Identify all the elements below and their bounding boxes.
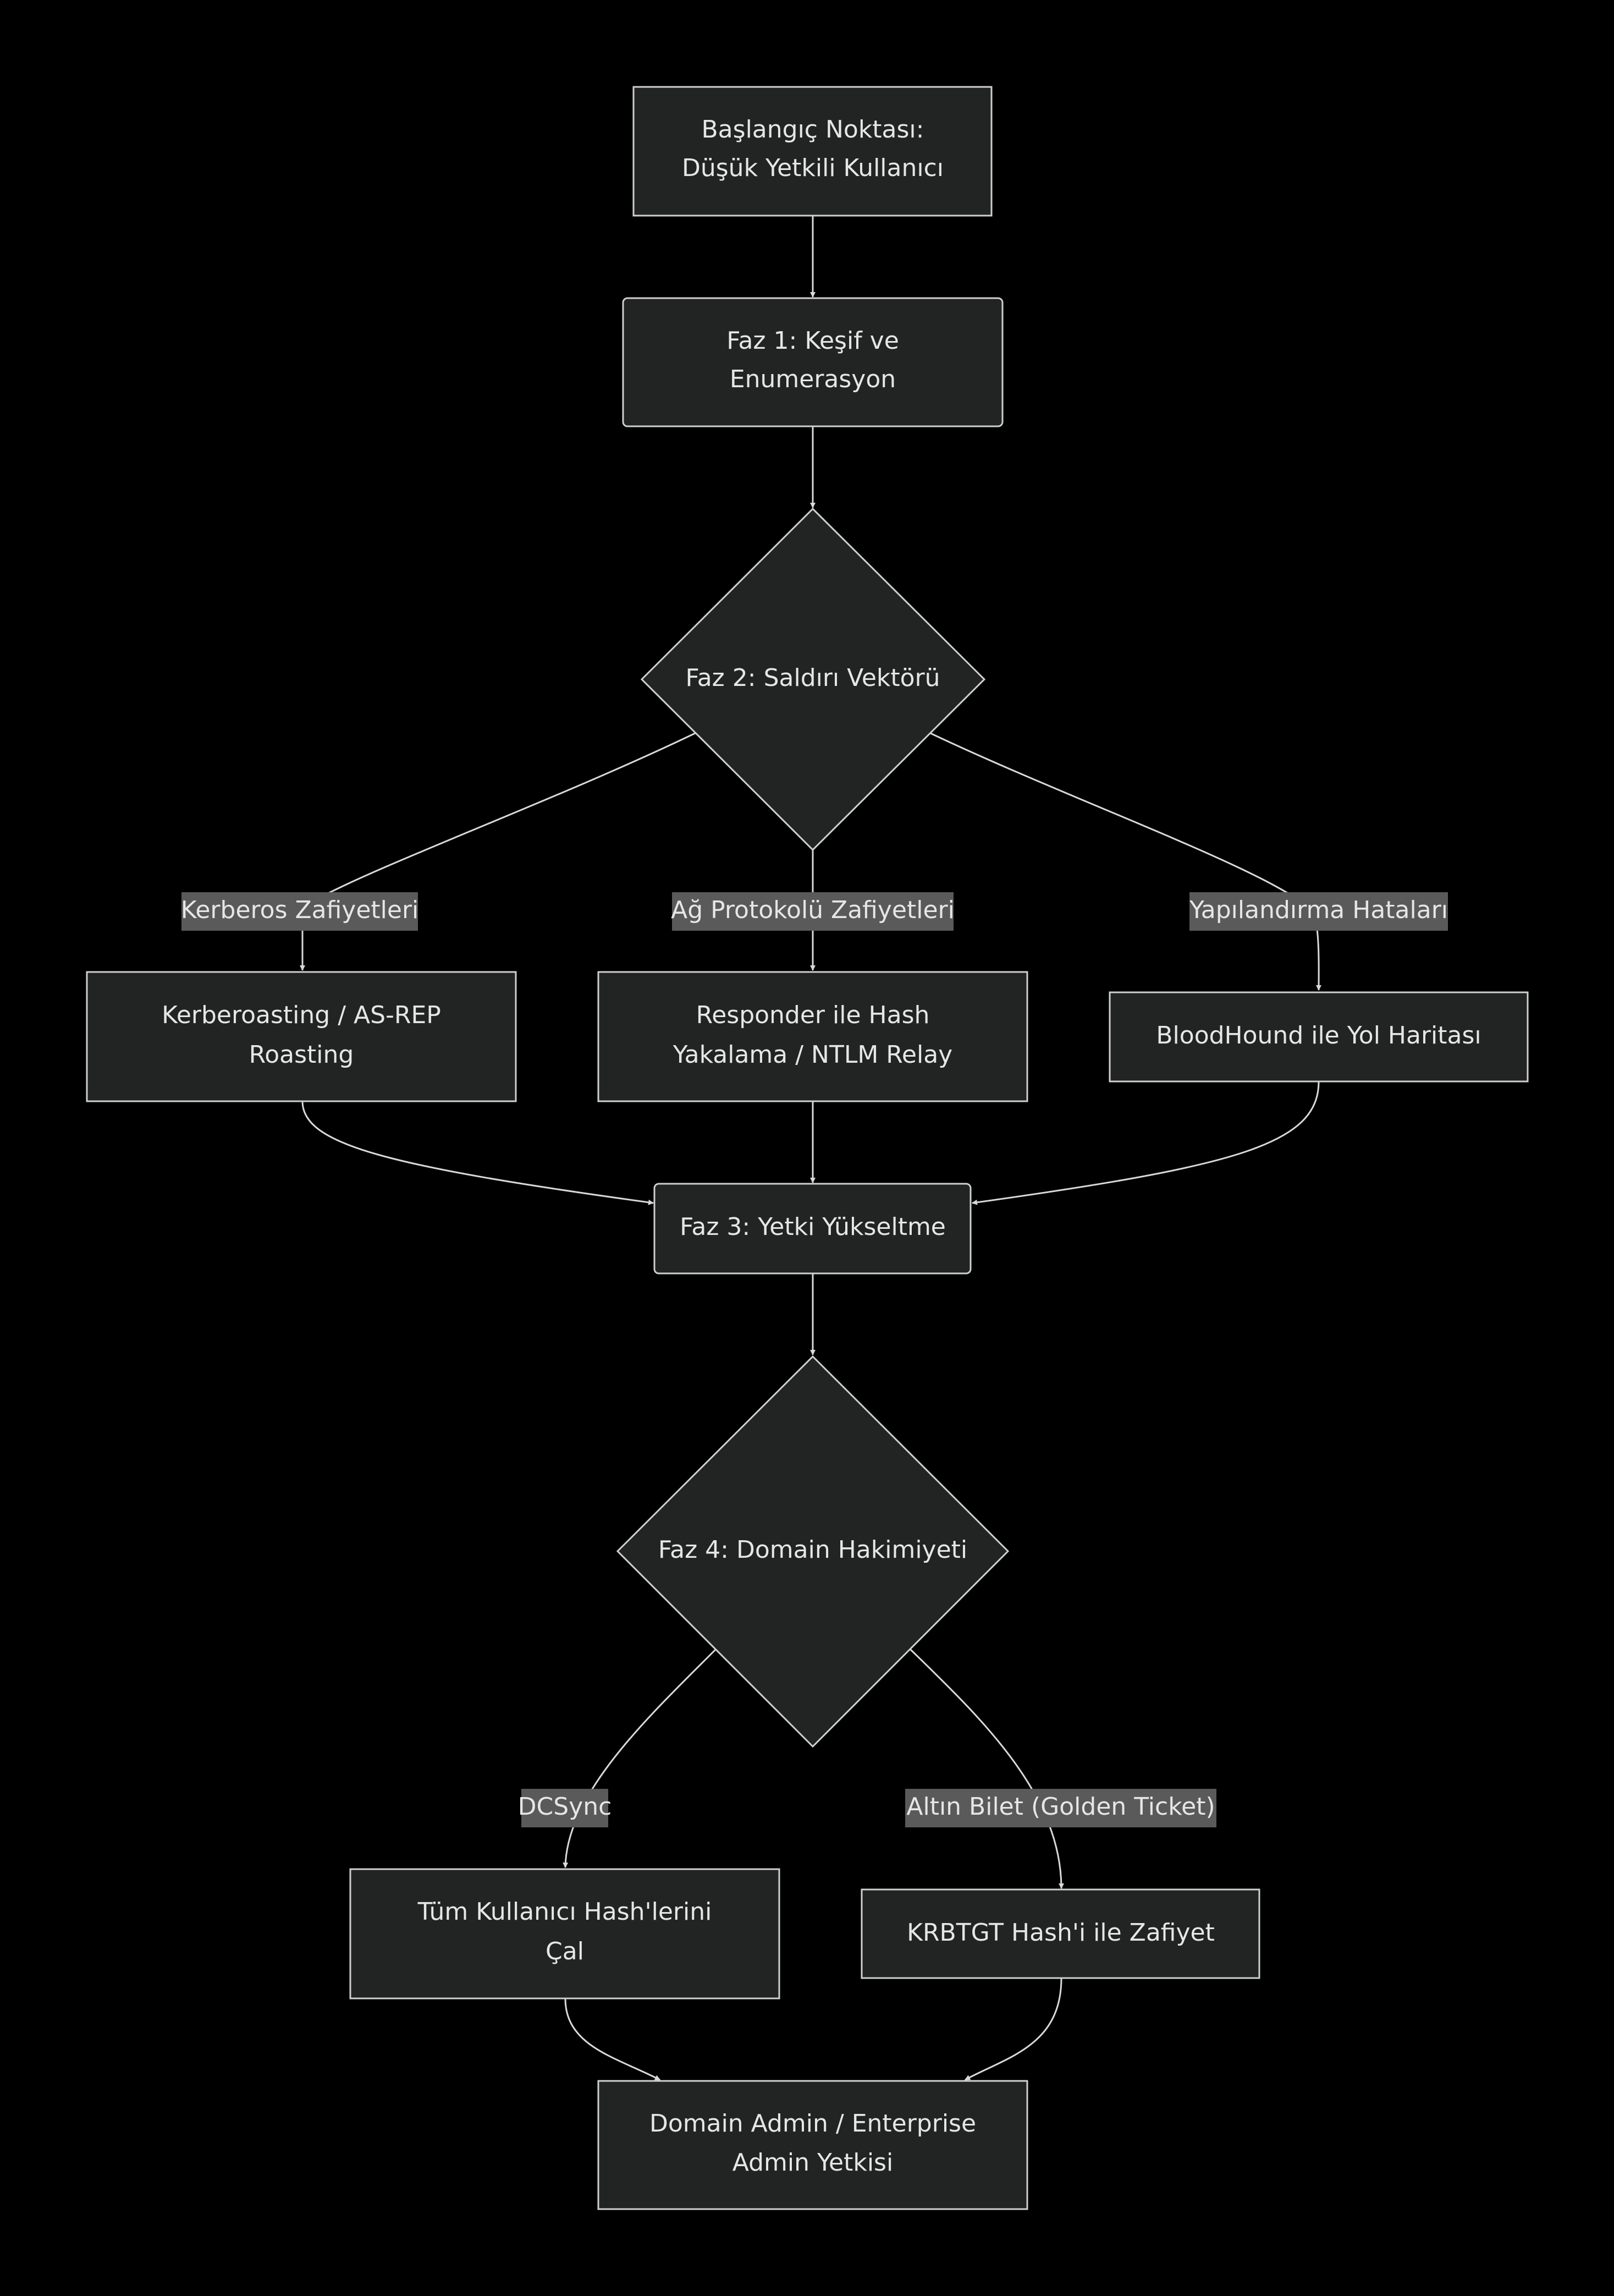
node-phase1-line2: Enumerasyon xyxy=(730,365,896,393)
node-admin-line2: Admin Yetkisi xyxy=(732,2149,893,2177)
node-admin-line1: Domain Admin / Enterprise xyxy=(649,2110,976,2138)
node-start-line2: Düşük Yetkili Kullanıcı xyxy=(682,154,944,182)
edge-label-config: Yapılandırma Hataları xyxy=(1189,896,1448,924)
edge-phase4-steal xyxy=(563,1648,717,1868)
node-steal-line2: Çal xyxy=(546,1937,584,1965)
edge-label-network: Ağ Protokolü Zafiyetleri xyxy=(671,896,955,924)
node-responder-line1: Responder ile Hash xyxy=(696,1001,930,1029)
edge-phase2-kerberoast xyxy=(300,732,696,971)
edge-phase2-bloodhound xyxy=(930,732,1322,991)
node-bloodhound-line1: BloodHound ile Yol Haritası xyxy=(1156,1021,1481,1050)
edge-label-kerberos: Kerberos Zafiyetleri xyxy=(181,896,419,924)
edge-label-bg-kerberos xyxy=(181,892,418,931)
edge-label-bg-golden xyxy=(905,1789,1216,1827)
node-phase4-line1: Faz 4: Domain Hakimiyeti xyxy=(658,1536,967,1564)
node-krbtgt-line1: KRBTGT Hash'i ile Zafiyet xyxy=(907,1919,1215,1947)
node-responder: Responder ile Hash Yakalama / NTLM Relay xyxy=(597,971,1028,1102)
edge-label-bg-dcsync xyxy=(521,1789,608,1827)
edges xyxy=(300,216,1322,2081)
node-phase3: Faz 3: Yetki Yükseltme xyxy=(653,1183,972,1275)
node-kerberoast-line1: Kerberoasting / AS-REP xyxy=(162,1001,441,1029)
edge-steal-admin xyxy=(564,1998,660,2081)
edge-label-bg-network xyxy=(672,892,954,931)
node-krbtgt: KRBTGT Hash'i ile Zafiyet xyxy=(861,1888,1260,1979)
nodes: Başlangıç Noktası: Düşük Yetkili Kullanı… xyxy=(86,86,1529,2210)
edge-kerberoast-phase3 xyxy=(301,1101,654,1205)
node-start-line1: Başlangıç Noktası: xyxy=(702,116,924,144)
node-responder-line2: Yakalama / NTLM Relay xyxy=(673,1041,952,1069)
node-steal-line1: Tüm Kullanıcı Hash'lerini xyxy=(417,1898,712,1926)
node-phase3-line1: Faz 3: Yetki Yükseltme xyxy=(680,1213,946,1241)
edge-bloodhound-phase3 xyxy=(972,1081,1320,1205)
edge-phase4-krbtgt xyxy=(909,1648,1064,1889)
node-phase4: Faz 4: Domain Hakimiyeti xyxy=(616,1355,1010,1748)
node-kerberoast-line2: Roasting xyxy=(249,1041,354,1069)
node-kerberoast: Kerberoasting / AS-REP Roasting xyxy=(86,971,517,1102)
edge-label-bg-config xyxy=(1189,892,1448,931)
node-phase2-line1: Faz 2: Saldırı Vektörü xyxy=(685,664,940,692)
node-phase1-line1: Faz 1: Keşif ve xyxy=(726,327,899,355)
edge-label-golden: Altın Bilet (Golden Ticket) xyxy=(906,1793,1215,1821)
node-start: Başlangıç Noktası: Düşük Yetkili Kullanı… xyxy=(632,86,993,217)
node-steal: Tüm Kullanıcı Hash'lerini Çal xyxy=(349,1868,780,2000)
edge-label-dcsync: DCSync xyxy=(518,1793,612,1821)
node-phase1: Faz 1: Keşif ve Enumerasyon xyxy=(622,297,1004,427)
node-bloodhound: BloodHound ile Yol Haritası xyxy=(1109,991,1529,1083)
node-admin: Domain Admin / Enterprise Admin Yetkisi xyxy=(597,2080,1028,2210)
node-phase2: Faz 2: Saldırı Vektörü xyxy=(640,507,986,852)
edge-labels: Kerberos Zafiyetleri Ağ Protokolü Zafiye… xyxy=(181,892,1448,1827)
edge-krbtgt-admin xyxy=(965,1978,1062,2081)
